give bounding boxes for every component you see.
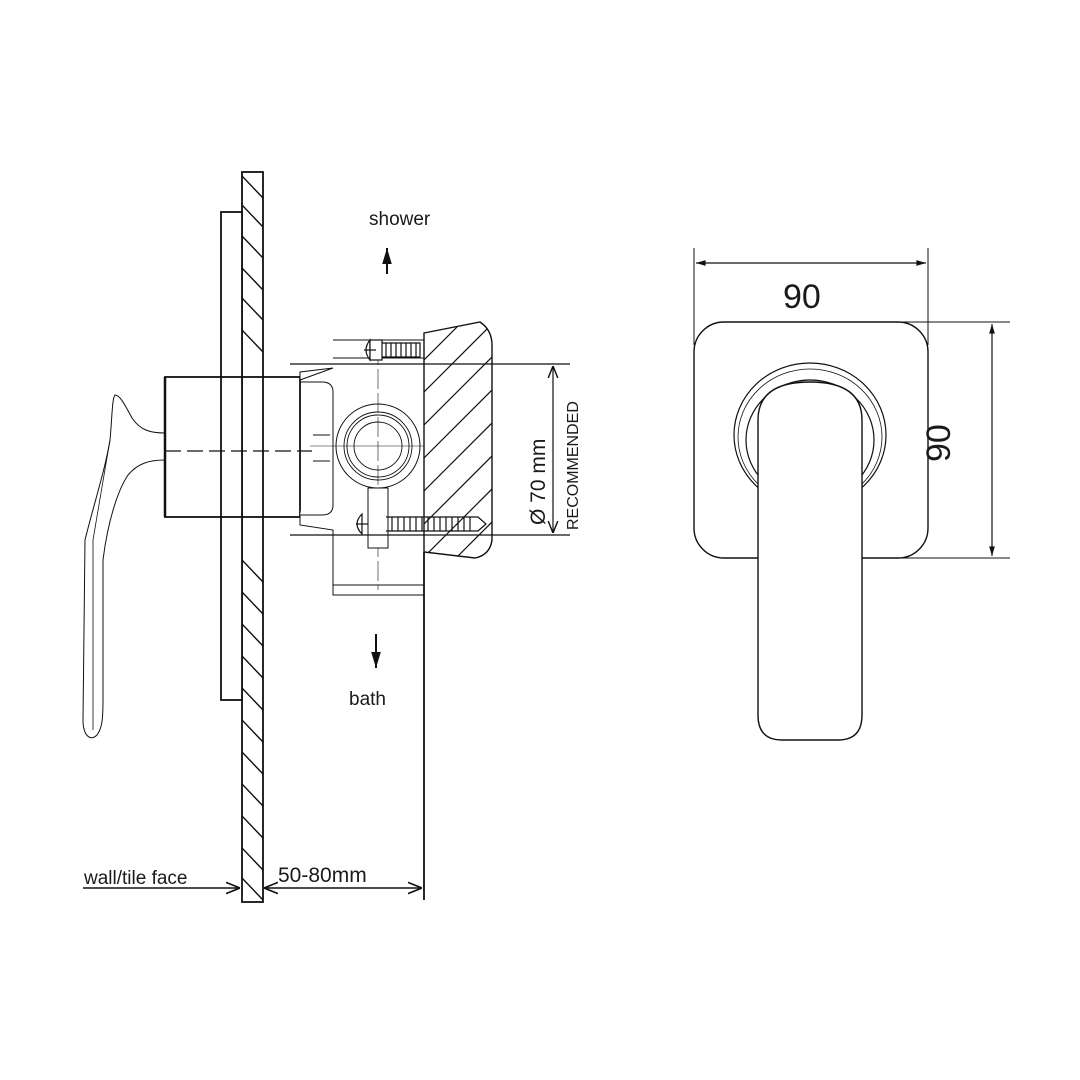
top-screw	[364, 338, 421, 362]
bottom-screw	[356, 512, 487, 536]
lever-handle	[82, 394, 166, 739]
depth-label: 50-80mm	[278, 864, 367, 887]
height-label: 90	[920, 424, 958, 462]
front-view	[693, 248, 1010, 741]
wall-section	[241, 171, 264, 903]
valve-body	[299, 339, 435, 596]
mounting-block	[423, 321, 493, 559]
side-view	[82, 171, 570, 903]
diameter-label: Ø 70 mm	[527, 439, 550, 525]
width-label: 90	[783, 278, 821, 316]
wall-tile-face-label: wall/tile face	[83, 868, 188, 889]
shower-label: shower	[369, 209, 431, 230]
cover-plate	[220, 211, 243, 701]
lever-front	[757, 381, 863, 741]
recommended-label: RECOMMENDED	[565, 401, 582, 530]
bath-label: bath	[349, 689, 386, 710]
